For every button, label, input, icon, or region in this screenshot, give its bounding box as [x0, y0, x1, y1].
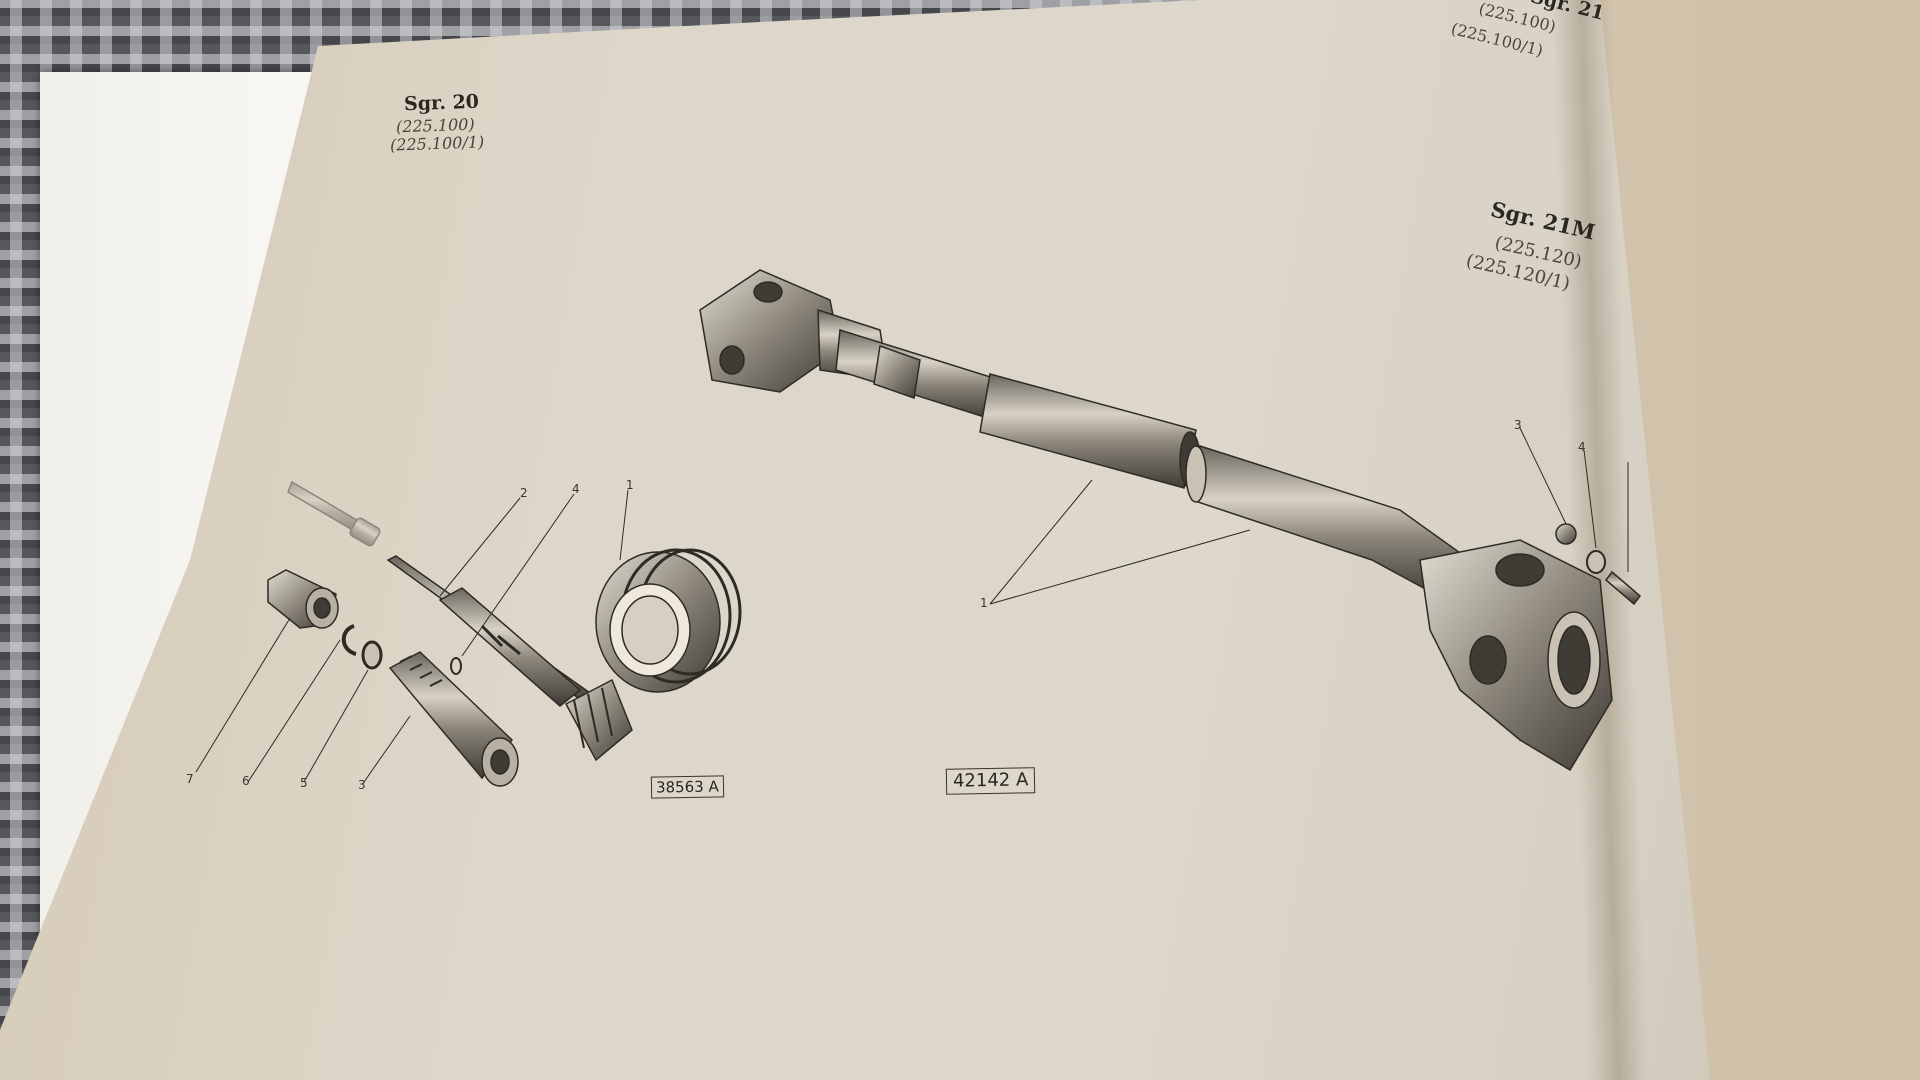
nut-part: [1555, 523, 1577, 545]
o-ring-part: [450, 657, 462, 675]
bolt-part: [1604, 570, 1642, 606]
figure-code-right: 42142 A: [945, 767, 1036, 795]
figure-code-left: 38563 A: [650, 775, 724, 799]
intermediate-sleeve: [979, 373, 1197, 489]
callout-left-7: 7: [186, 772, 194, 786]
speedometer-drive-parts: [195, 480, 742, 787]
callout-right-1: 1: [980, 596, 988, 610]
lock-washer-part: [1586, 550, 1606, 574]
callout-left-5: 5: [300, 776, 308, 790]
lower-universal-joint: [1419, 539, 1613, 772]
cable-end-part: [287, 480, 381, 547]
circlip-part: [341, 624, 357, 656]
callout-right-3: 3: [1514, 418, 1522, 432]
upper-shaft-spline: [873, 344, 921, 400]
worm-gear-part: [595, 548, 742, 693]
right-leader-lines: [989, 427, 1629, 605]
callout-left-3: 3: [358, 778, 366, 792]
union-nut-part: [267, 569, 339, 629]
callout-left-4: 4: [572, 482, 580, 496]
callout-left-2: 2: [520, 486, 528, 500]
bushing-part: [388, 651, 519, 787]
callout-right-4: 4: [1578, 440, 1586, 454]
callout-left-6: 6: [242, 774, 250, 788]
callout-left-1: 1: [626, 478, 634, 492]
washer-part: [361, 640, 383, 670]
steering-shaft-assembly: [699, 269, 1642, 772]
left-leader-lines: [195, 489, 629, 783]
